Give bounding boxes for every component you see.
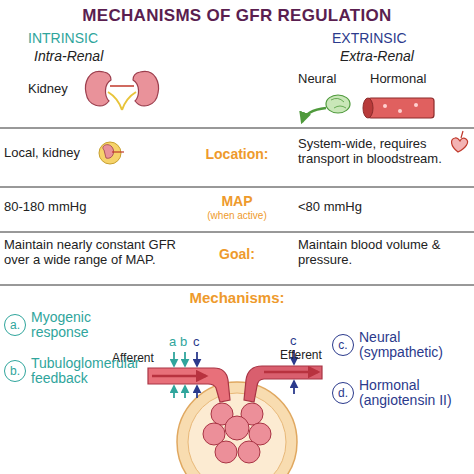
mechanism-item: c.Neural (sympathetic) — [332, 330, 472, 361]
kidney-shape — [133, 71, 158, 105]
hormone-dot — [398, 109, 402, 113]
row-heading: MAP — [180, 193, 294, 209]
callout-letter: b. — [4, 360, 26, 382]
bowmans-capsule — [177, 382, 297, 474]
heart-icon — [452, 131, 468, 152]
table-cell: Maintain nearly constant GFR over a wide… — [4, 238, 184, 268]
constriction-arrow — [184, 386, 186, 398]
constriction-arrow — [196, 386, 198, 398]
column-heading: EXTRINSIC — [332, 30, 407, 46]
ureter — [108, 92, 122, 110]
vessel-end — [363, 98, 373, 118]
vessel-label: Efferent — [280, 349, 322, 363]
constriction-arrow — [184, 352, 186, 366]
brain-fold — [331, 98, 346, 108]
mechanism-item: d.Hormonal (angiotensin II) — [332, 378, 472, 409]
mechanism-name: Myogenic response — [31, 310, 134, 341]
mechanism-marker: a — [169, 335, 176, 350]
mechanism-item: a.Myogenic response — [4, 310, 134, 341]
divider-line — [0, 128, 474, 129]
constriction-arrow — [173, 386, 175, 398]
renal-vessel — [112, 151, 124, 152]
column-heading: INTRINSIC — [28, 30, 98, 46]
diagram-title: MECHANISMS OF GFR REGULATION — [0, 6, 474, 26]
row-heading: Goal: — [180, 246, 294, 262]
row-heading-note: (when active) — [180, 210, 294, 222]
divider-line — [0, 232, 474, 233]
kidney-shape — [86, 71, 111, 105]
table-cell: <80 mmHg — [298, 200, 362, 215]
flow-arrow — [264, 371, 318, 374]
table-cell: Local, kidney — [4, 146, 80, 161]
constriction-arrow — [173, 352, 175, 366]
heart-shape — [452, 138, 468, 152]
mechanism-name: Tubuloglomerular feedback — [31, 356, 144, 387]
bowmans-space — [188, 393, 286, 474]
local-kidney-icon — [99, 142, 124, 164]
divider-line — [0, 187, 474, 188]
capillary-loop — [225, 416, 249, 440]
efferent-arteriole — [244, 366, 322, 402]
brain-shape — [326, 95, 350, 113]
constriction-arrow — [196, 352, 198, 366]
callout-letter: a. — [4, 314, 26, 336]
capillary-tuft — [203, 403, 271, 463]
glomerulus-illustration — [148, 350, 322, 474]
row-heading: Location: — [180, 146, 294, 162]
renal-vessel — [110, 85, 134, 87]
row-dividers — [0, 128, 474, 285]
table-cell: System-wide, requires transport in blood… — [298, 137, 448, 167]
column-subheading: Extra-Renal — [340, 48, 414, 64]
mechanism-marker: c — [290, 334, 297, 349]
divider-line — [0, 285, 474, 286]
heart-vessel — [461, 131, 463, 138]
mechanism-item: b.Tubuloglomerular feedback — [4, 356, 144, 387]
table-cell: Maintain blood volume & pressure. — [298, 238, 448, 268]
mechanism-name: Neural (sympathetic) — [359, 330, 472, 361]
mechanism-marker: b — [180, 335, 187, 350]
constriction-arrow — [293, 381, 295, 394]
icon-caption: Neural — [298, 72, 336, 87]
hormone-dot — [414, 103, 418, 107]
hormonal-icon — [363, 98, 434, 118]
callout-letter: d. — [332, 382, 354, 404]
hormone-dot — [383, 104, 387, 108]
afferent-arteriole — [148, 368, 230, 402]
mechanism-name: Hormonal (angiotensin II) — [359, 378, 472, 409]
icon-caption: Hormonal — [370, 72, 426, 87]
section-heading: Mechanisms: — [150, 289, 324, 306]
kidney-illustration — [86, 71, 159, 110]
flow-arrow — [152, 375, 206, 378]
mechanism-marker: c — [193, 335, 200, 350]
vessel-tube — [368, 98, 434, 118]
capillary-loop — [215, 441, 237, 463]
ureter — [122, 92, 136, 110]
icon-disc — [99, 142, 121, 164]
table-cell: 80-180 mmHg — [4, 200, 86, 215]
callout-letter: c. — [332, 334, 354, 356]
capillary-loop — [238, 441, 260, 463]
icon-caption: Kidney — [28, 82, 68, 97]
neural-icon — [302, 95, 350, 122]
column-subheading: Intra-Renal — [34, 48, 103, 64]
neural-arrow — [302, 108, 326, 122]
